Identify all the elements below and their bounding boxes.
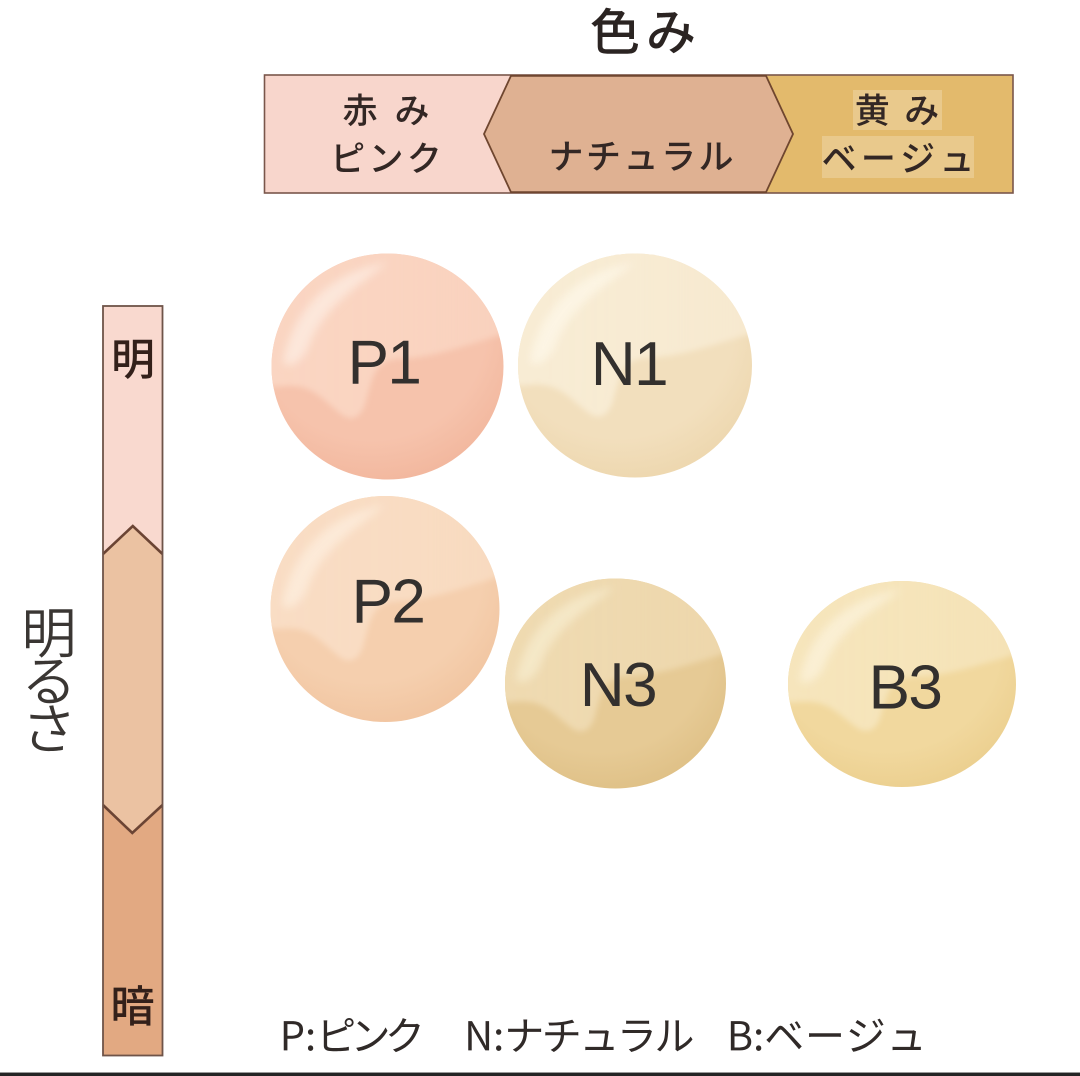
svg-text:P1: P1: [348, 329, 421, 398]
svg-text:N1: N1: [591, 330, 667, 399]
svg-text:B3: B3: [869, 654, 942, 723]
svg-text:P2: P2: [352, 568, 425, 637]
svg-text:N3: N3: [580, 651, 656, 720]
